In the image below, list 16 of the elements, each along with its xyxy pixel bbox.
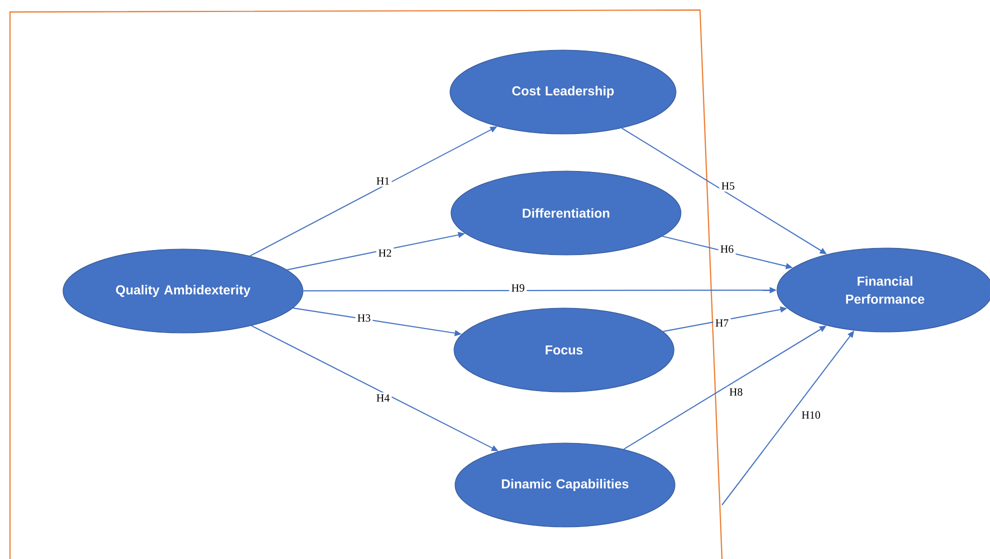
edge-label: H10 xyxy=(800,409,822,421)
ellipse-node: Quality Ambidexterity xyxy=(62,248,304,334)
edge-label: H3 xyxy=(355,312,373,324)
edge-label: H2 xyxy=(376,247,394,259)
ellipse-node: Financial Performance xyxy=(776,248,990,332)
edge-label: H5 xyxy=(719,180,737,192)
edge-label: H1 xyxy=(374,175,392,187)
edge-label: H8 xyxy=(727,386,745,398)
edge-label: H7 xyxy=(713,317,731,329)
edge-label: H6 xyxy=(718,243,736,255)
ellipse-node: Focus xyxy=(454,308,674,392)
ellipse-node: Dinamic Capabilities xyxy=(454,442,676,528)
ellipse-node: Differentiation xyxy=(450,170,682,256)
edge-label: H4 xyxy=(374,392,392,404)
edge-label: H9 xyxy=(509,282,527,294)
ellipse-node: Cost Leadership xyxy=(450,50,676,134)
